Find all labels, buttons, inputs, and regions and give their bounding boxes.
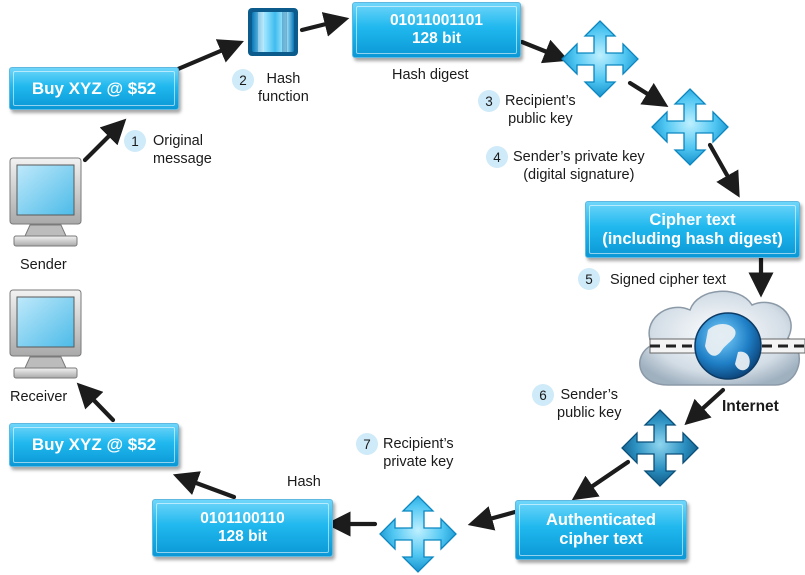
arrow-hash-to-receiver-msg bbox=[172, 471, 237, 500]
step-6-line1: Sender’s bbox=[560, 387, 618, 403]
receiver-hash-bits: 0101100110 bbox=[200, 510, 285, 528]
sender-message-text: Buy XYZ @ $52 bbox=[31, 78, 157, 98]
step-2-line1: Hash bbox=[266, 71, 301, 87]
cipher-text-box: Cipher text (including hash digest) bbox=[585, 201, 800, 258]
step-4-label: Sender’s private key (digital signature) bbox=[513, 148, 645, 184]
step-1-label: Original message bbox=[153, 132, 212, 168]
arrow-key6-to-auth bbox=[571, 459, 631, 501]
hash-digest-box: 01011001101 128 bit bbox=[352, 2, 521, 58]
hash-digest-bits: 01011001101 bbox=[389, 12, 484, 30]
arrow-receiver-msg-to-receiver bbox=[76, 382, 116, 423]
hash-function-icon bbox=[248, 8, 298, 56]
step-7-label: Recipient’s private key bbox=[383, 435, 454, 471]
authenticated-subtitle: cipher text bbox=[559, 530, 643, 548]
globe-icon bbox=[694, 312, 762, 380]
sender-monitor-icon bbox=[9, 157, 82, 247]
step-1-line1: Original bbox=[153, 133, 203, 149]
receiver-message-text: Buy XYZ @ $52 bbox=[31, 435, 157, 455]
sender-message-box: Buy XYZ @ $52 bbox=[9, 67, 179, 110]
step-5-label: Signed cipher text bbox=[610, 272, 727, 288]
step-1-badge: 1 bbox=[124, 130, 146, 152]
step-6-label: Sender’s public key bbox=[557, 386, 621, 422]
hash-digest-label: Hash digest bbox=[392, 67, 469, 83]
step-5-badge: 5 bbox=[578, 268, 600, 290]
step-2-badge: 2 bbox=[232, 69, 254, 91]
key-icon bbox=[621, 409, 699, 487]
authenticated-title: Authenticated bbox=[545, 511, 656, 530]
authenticated-cipher-box: Authenticated cipher text bbox=[515, 500, 687, 560]
sender-label: Sender bbox=[20, 257, 67, 273]
internet-label: Internet bbox=[722, 398, 779, 415]
step-3-line1: Recipient’s bbox=[505, 93, 576, 109]
step-6-line2: public key bbox=[557, 405, 622, 422]
step-2-label: Hash function bbox=[258, 70, 309, 106]
key-icon bbox=[379, 495, 457, 573]
step-4-line2: (digital signature) bbox=[523, 167, 635, 184]
arrow-hash-to-digest bbox=[299, 12, 350, 37]
key-icon bbox=[561, 20, 639, 98]
cipher-text-subtitle: (including hash digest) bbox=[602, 229, 783, 248]
step-7-badge: 7 bbox=[356, 433, 378, 455]
step-2-line2: function bbox=[258, 89, 309, 106]
arrow-auth-to-key7 bbox=[467, 506, 518, 531]
step-7-line1: Recipient’s bbox=[383, 436, 454, 452]
step-7-line2: private key bbox=[383, 454, 454, 471]
step-1-line2: message bbox=[153, 151, 212, 168]
arrow-key3-to-key4 bbox=[627, 80, 669, 108]
receiver-monitor-icon bbox=[9, 289, 82, 379]
hash-digest-size: 128 bit bbox=[411, 30, 462, 47]
step-6-badge: 6 bbox=[532, 384, 554, 406]
arrow-internet-to-key6 bbox=[684, 387, 726, 426]
step-3-badge: 3 bbox=[478, 90, 500, 112]
cipher-text-title: Cipher text bbox=[649, 210, 736, 229]
receiver-message-box: Buy XYZ @ $52 bbox=[9, 423, 179, 467]
step-3-line2: public key bbox=[508, 111, 573, 128]
arrow-message-to-hash bbox=[175, 39, 244, 72]
flow-arrows bbox=[76, 12, 774, 537]
arrow-key4-to-cipher bbox=[707, 142, 740, 198]
receiver-hash-box: 0101100110 128 bit bbox=[152, 499, 333, 557]
step-3-label: Recipient’s public key bbox=[505, 92, 576, 128]
receiver-label: Receiver bbox=[10, 389, 68, 405]
arrow-digest-to-key3 bbox=[519, 39, 570, 64]
step-4-badge: 4 bbox=[486, 146, 508, 168]
arrow-sender-to-message bbox=[82, 118, 127, 163]
step-4-line1: Sender’s private key bbox=[513, 149, 645, 165]
hash-label: Hash bbox=[287, 474, 321, 490]
receiver-hash-size: 128 bit bbox=[217, 528, 268, 545]
